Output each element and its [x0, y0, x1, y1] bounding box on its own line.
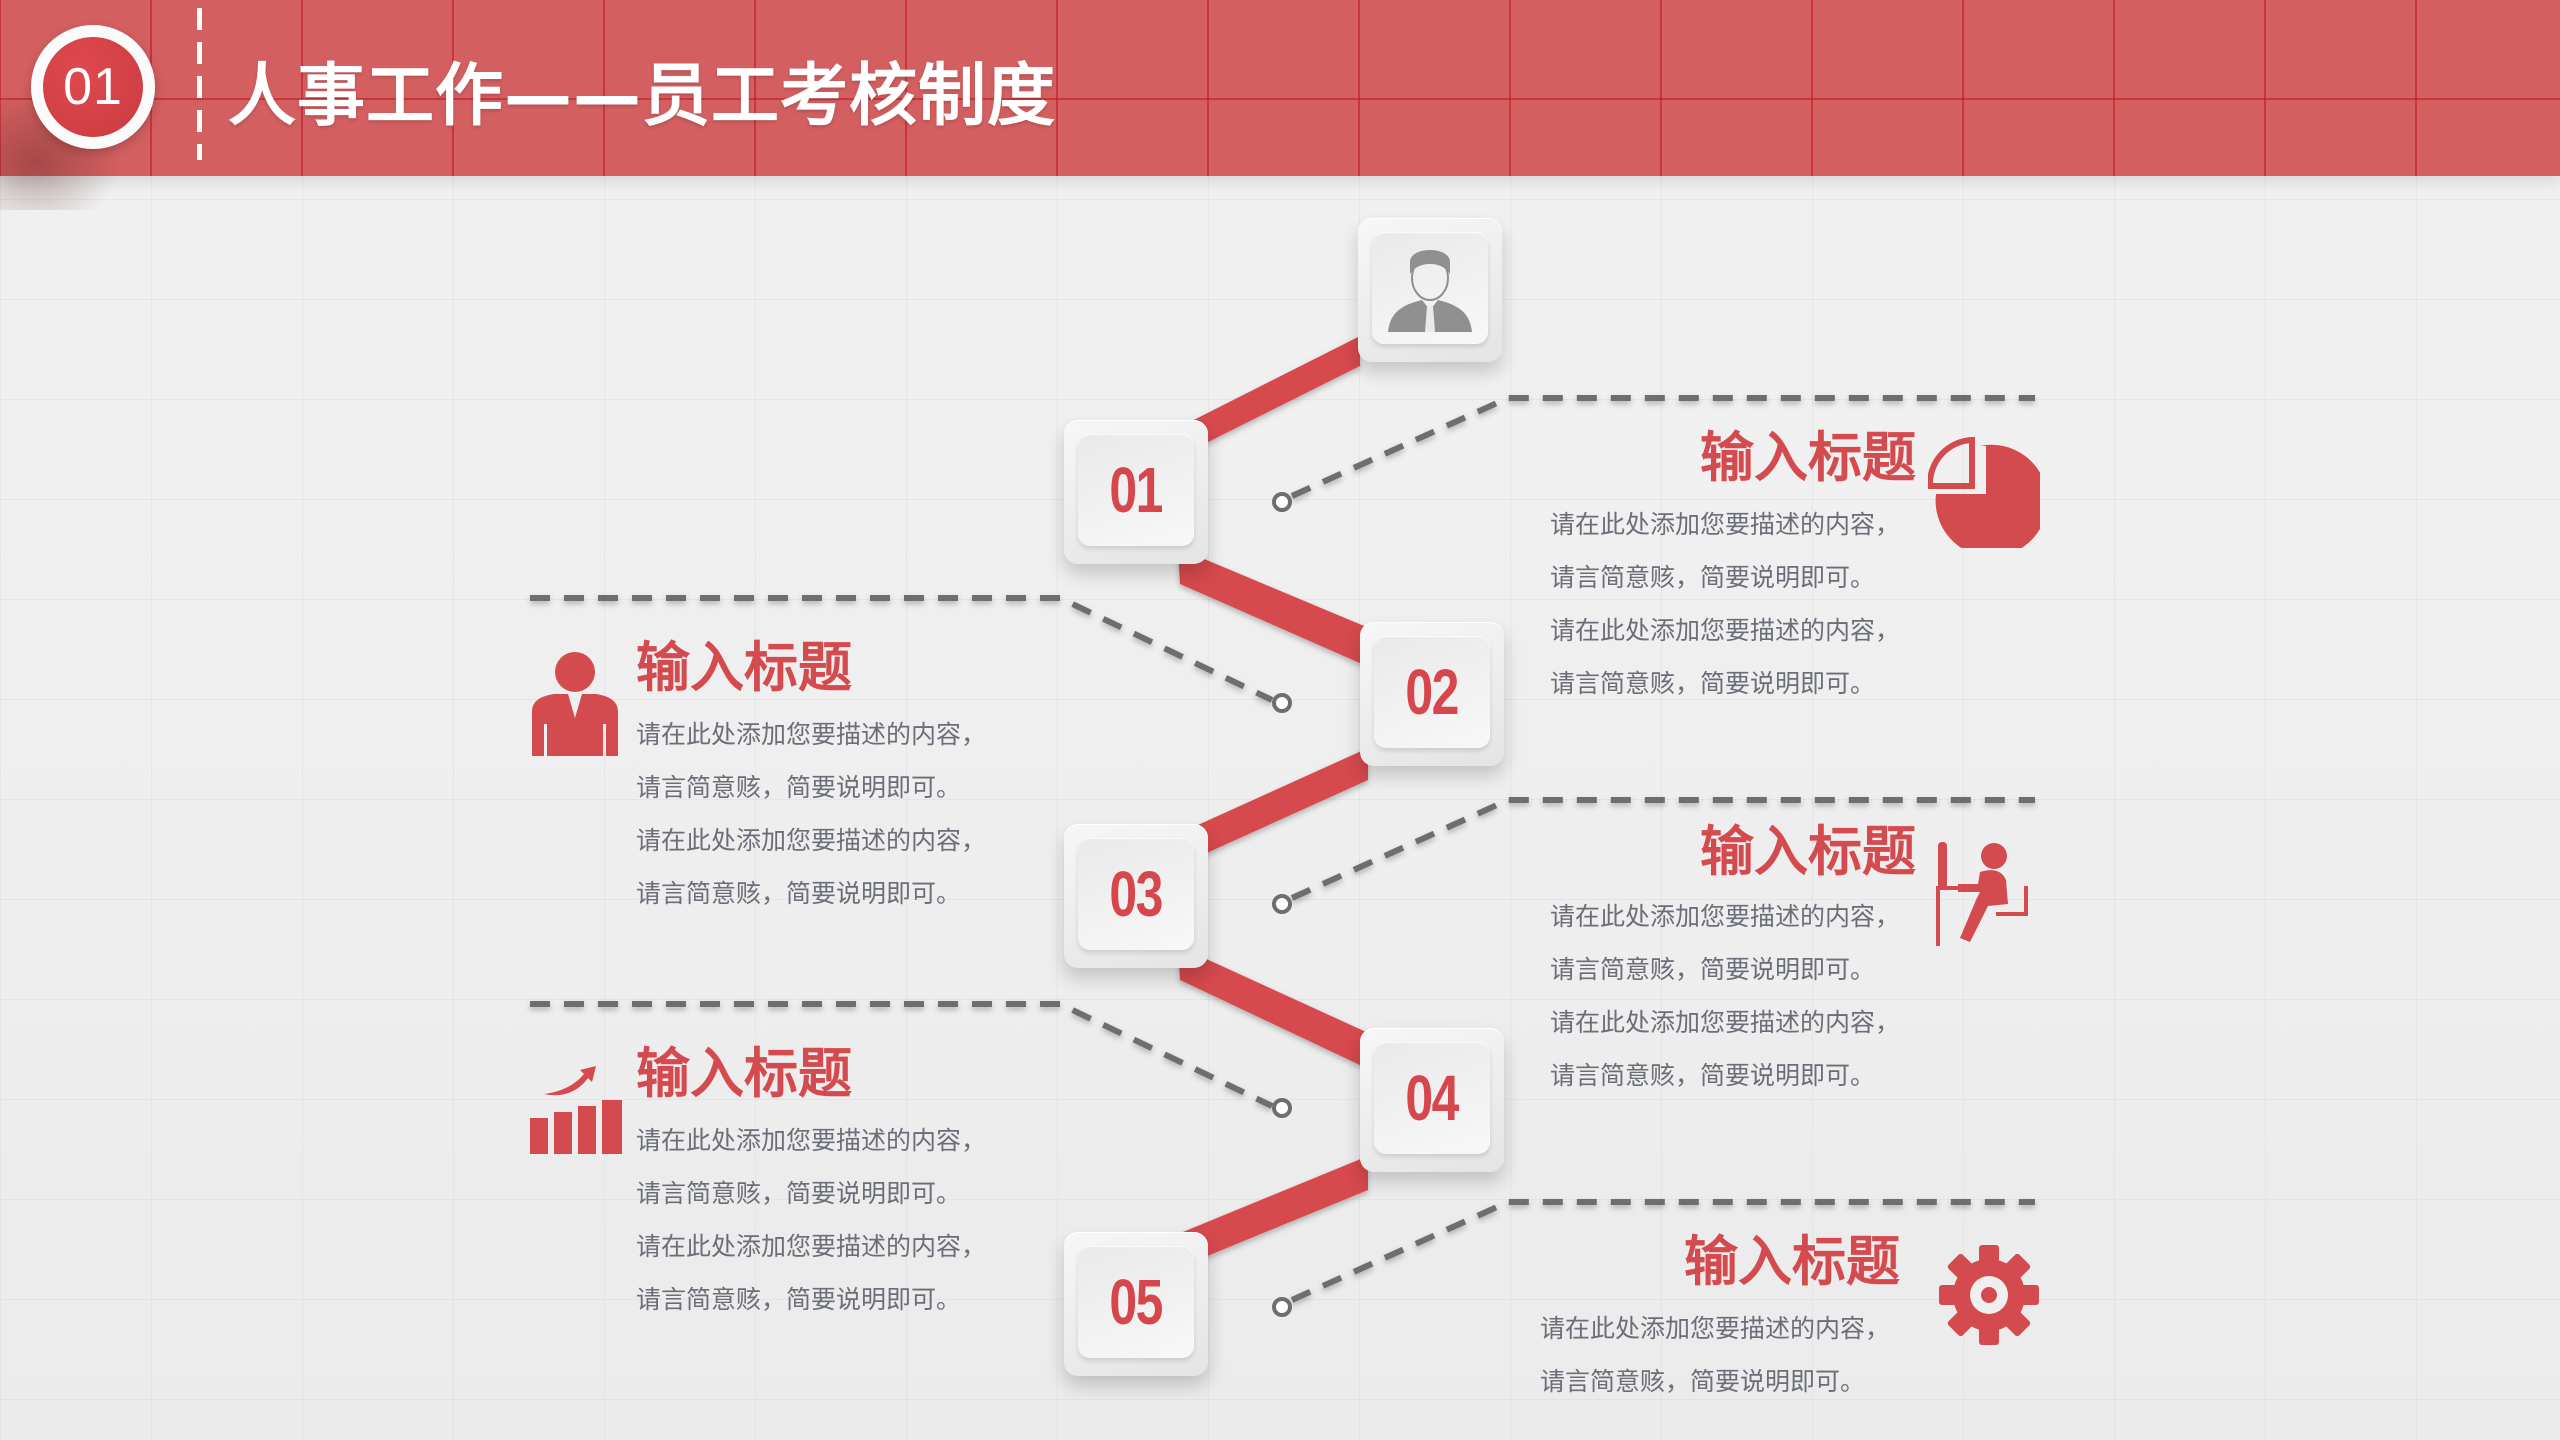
- step-box-02: 02: [1360, 622, 1504, 766]
- step-number: 05: [1109, 1266, 1164, 1338]
- pie-chart-icon: [1928, 436, 2040, 548]
- block-title: 输入标题: [636, 1042, 852, 1105]
- block-text-line: 请言简意赅，简要说明即可。: [1540, 1367, 1866, 1396]
- businessman-icon: [532, 652, 618, 756]
- header-dashed-divider: [197, 8, 202, 160]
- desk-worker-icon: [1936, 842, 2028, 946]
- block-title: 输入标题: [1700, 426, 1916, 489]
- avatar-box: [1358, 218, 1502, 362]
- step-box-01: 01: [1064, 420, 1208, 564]
- block-text-line: 请在此处添加您要描述的内容，: [1540, 1314, 1891, 1343]
- content-block-3: 输入标题 请在此处添加您要描述的内容， 请言简意赅，简要说明即可。 请在此处添加…: [1550, 822, 1930, 1102]
- block-text-line: 请在此处添加您要描述的内容，: [1550, 1008, 1901, 1037]
- block-text-line: 请言简意赅，简要说明即可。: [636, 879, 962, 908]
- step-box-04: 04: [1360, 1028, 1504, 1172]
- block-text-line: 请言简意赅，简要说明即可。: [636, 1285, 962, 1314]
- block-text-line: 请言简意赅，简要说明即可。: [1550, 1061, 1876, 1090]
- step-box-05: 05: [1064, 1232, 1208, 1376]
- growth-chart-icon: [530, 1066, 622, 1154]
- block-text-line: 请在此处添加您要描述的内容，: [1550, 616, 1901, 645]
- connector-avatar-01: [1170, 336, 1360, 448]
- block-title: 输入标题: [636, 636, 852, 699]
- avatar-icon: [1388, 250, 1472, 332]
- header-bar: [0, 0, 2560, 176]
- block-text-line: 请言简意赅，简要说明即可。: [1550, 563, 1876, 592]
- block-text-line: 请在此处添加您要描述的内容，: [1550, 510, 1901, 539]
- block-text-line: 请言简意赅，简要说明即可。: [636, 1179, 962, 1208]
- step-number: 01: [1109, 454, 1164, 526]
- content-block-2: 输入标题 请在此处添加您要描述的内容， 请言简意赅，简要说明即可。 请在此处添加…: [636, 638, 1056, 920]
- block-text-line: 请在此处添加您要描述的内容，: [636, 826, 987, 855]
- step-box-03: 03: [1064, 824, 1208, 968]
- section-number: 01: [63, 58, 123, 116]
- content-block-1: 输入标题 请在此处添加您要描述的内容， 请言简意赅，简要说明即可。 请在此处添加…: [1550, 428, 1930, 710]
- block-text-line: 请在此处添加您要描述的内容，: [636, 1126, 987, 1155]
- step-number: 04: [1405, 1062, 1460, 1134]
- block-title: 输入标题: [1700, 820, 1916, 883]
- block-text-line: 请在此处添加您要描述的内容，: [1550, 902, 1901, 931]
- block-text-line: 请在此处添加您要描述的内容，: [636, 1232, 987, 1261]
- gear-icon: [1939, 1245, 2039, 1345]
- step-number: 03: [1109, 858, 1164, 930]
- content-block-4: 输入标题 请在此处添加您要描述的内容， 请言简意赅，简要说明即可。 请在此处添加…: [636, 1044, 986, 1326]
- page-title: 人事工作——员工考核制度: [228, 57, 1057, 136]
- block-title: 输入标题: [1684, 1230, 1900, 1293]
- content-block-5: 输入标题 请在此处添加您要描述的内容， 请言简意赅，简要说明即可。: [1540, 1232, 1920, 1408]
- block-text-line: 请在此处添加您要描述的内容，: [636, 720, 987, 749]
- step-number: 02: [1405, 656, 1460, 728]
- block-text-line: 请言简意赅，简要说明即可。: [1550, 955, 1876, 984]
- block-text-line: 请言简意赅，简要说明即可。: [636, 773, 962, 802]
- block-text-line: 请言简意赅，简要说明即可。: [1550, 669, 1876, 698]
